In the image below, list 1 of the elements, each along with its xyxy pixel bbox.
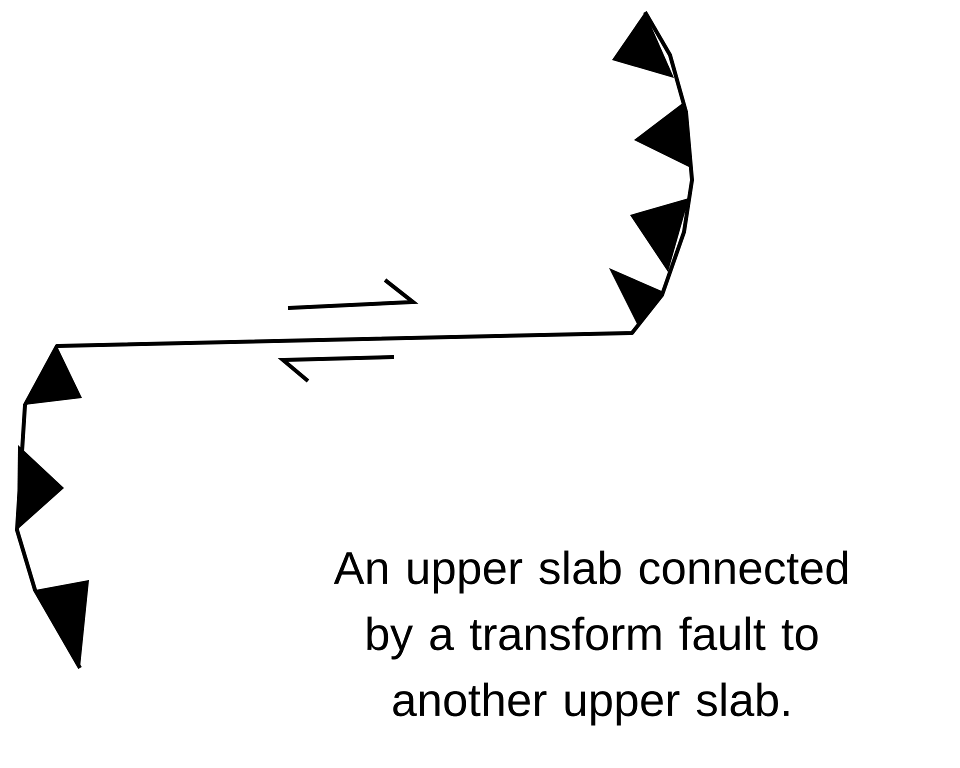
caption: An upper slab connected by a transform fault to another upper slab. <box>334 550 848 726</box>
